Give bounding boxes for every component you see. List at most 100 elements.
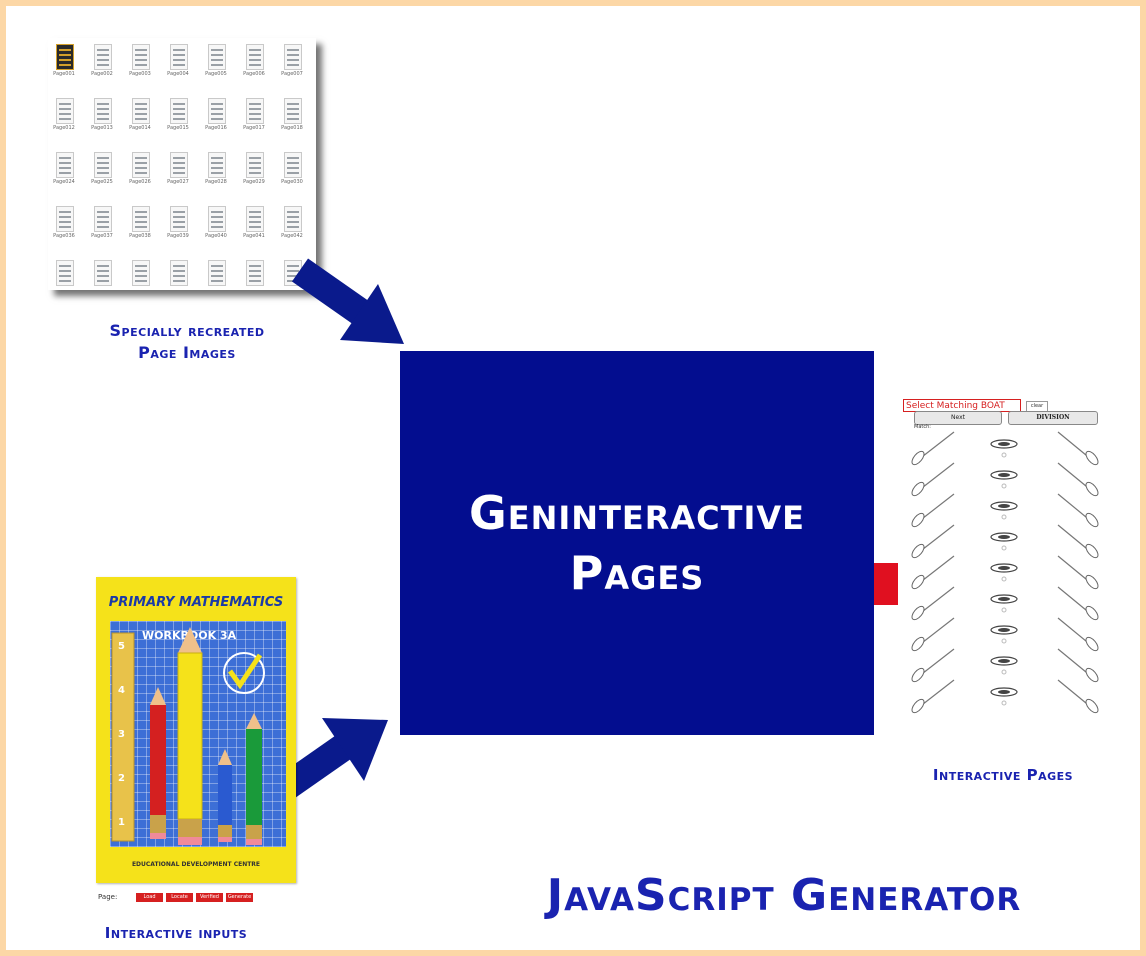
oar-blade-left[interactable] [910,480,926,497]
page-thumbnail [94,98,112,124]
load-button[interactable]: Load [136,893,163,902]
oar-blade-right[interactable] [1084,697,1100,714]
page-thumbnail-label: Page002 [91,71,113,77]
page-thumbnail-label: Page040 [205,233,227,239]
page-thumbnail-label: Page004 [167,71,189,77]
workbook-title: PRIMARY MATHEMATICS [108,595,284,610]
verified-button[interactable]: Verified [196,893,223,902]
tab-next[interactable]: Next [914,411,1002,425]
oar-blade-left[interactable] [910,604,926,621]
boat-matching-area [910,431,1100,714]
page-thumbnail [208,260,226,286]
boat-inner [998,504,1010,508]
boat-radio[interactable] [1001,700,1007,706]
page-thumbnail-label: Page007 [281,71,303,77]
page-thumbnail-label: Page030 [281,179,303,185]
page-thumbnail [56,44,74,70]
page-thumbnail-label: Page036 [53,233,75,239]
page-thumbnail-label: Page026 [129,179,151,185]
ruler-number: 5 [118,641,125,652]
generator-title-line1: Geninteractive [468,486,806,540]
boat-radio[interactable] [1001,452,1007,458]
page-thumbnail-label: Page006 [243,71,265,77]
page-thumbnail [170,206,188,232]
page-thumbnail [132,98,150,124]
locate-button[interactable]: Locate [166,893,193,902]
oar-blade-left[interactable] [910,697,926,714]
ruler-number: 4 [118,685,125,696]
boat-radio[interactable] [1001,545,1007,551]
page-thumbnail-label: Page039 [167,233,189,239]
page-thumbnail [94,152,112,178]
page-thumbnail [132,44,150,70]
page-thumbnail [56,260,74,286]
boat-inner [998,442,1010,446]
interactive-pages-caption: Interactive Pages [932,766,1074,784]
boat-radio[interactable] [1001,483,1007,489]
boat-radio[interactable] [1001,514,1007,520]
page-thumbnail-label: Page041 [243,233,265,239]
interactive-page-image: Select Matching BOAT clear Next DIVISION… [898,396,1110,716]
oar-blade-right[interactable] [1084,480,1100,497]
boat-radio[interactable] [1001,669,1007,675]
workbook-publisher: EDUCATIONAL DEVELOPMENT CENTRE [131,861,261,868]
oar-blade-right[interactable] [1084,449,1100,466]
page-thumbnail [246,260,264,286]
page-images-caption-line2: Page Images [138,343,236,362]
boat-radio[interactable] [1001,607,1007,613]
page-thumbnail-label: Page029 [243,179,265,185]
page-thumbnail-label: Page005 [205,71,227,77]
oar-blade-left[interactable] [910,449,926,466]
pencil-red [150,687,166,839]
page-thumbnail [284,98,302,124]
page-thumbnail-label: Page042 [281,233,303,239]
oar-blade-right[interactable] [1084,511,1100,528]
workbook-cover-image: PRIMARY MATHEMATICS WORKBOOK 3A [96,577,296,883]
page-thumbnail [94,260,112,286]
page-thumbnail [208,44,226,70]
workbook-illustration [111,627,265,845]
interactive-input-bar: Page: Load Locate Verified Generate [96,890,296,906]
oar-blade-right[interactable] [1084,573,1100,590]
arrow-page-images-to-generator [291,258,404,344]
page-thumbnail-label: Page014 [129,125,151,131]
generator-title-line2: Pages [569,546,705,600]
page-thumbnail-label: Page018 [281,125,303,131]
oar-blade-left[interactable] [910,635,926,652]
page-thumbnail [56,152,74,178]
page-thumbnail [284,206,302,232]
boat-radio[interactable] [1001,576,1007,582]
page-thumbnail [132,206,150,232]
oar-blade-right[interactable] [1084,604,1100,621]
oar-blade-right[interactable] [1084,666,1100,683]
boat-inner [998,628,1010,632]
oar-blade-left[interactable] [910,573,926,590]
boat-inner [998,597,1010,601]
page-thumbnail [132,260,150,286]
oar-blade-left[interactable] [910,542,926,559]
oar-blade-right[interactable] [1084,542,1100,559]
page-thumbnail [170,98,188,124]
page-thumbnail [170,152,188,178]
oar-blade-left[interactable] [910,511,926,528]
generate-button[interactable]: Generate [226,893,253,902]
boat-inner [998,659,1010,663]
page-thumbnail-label: Page003 [129,71,151,77]
page-thumbnail-label: Page028 [205,179,227,185]
page-thumbnail [246,98,264,124]
oar-blade-right[interactable] [1084,635,1100,652]
page-images-caption: Specially recreated Page Images [58,320,316,364]
boat-inner [998,566,1010,570]
tab-division[interactable]: DIVISION [1008,411,1098,425]
page-thumbnail [56,206,74,232]
javascript-generator-title: JavaScript Generator [546,870,1022,921]
page-thumbnail-label: Page037 [91,233,113,239]
boat-radio[interactable] [1001,638,1007,644]
page-thumbnail-label: Page015 [167,125,189,131]
page-thumbnail [132,152,150,178]
page-thumbnail-label: Page025 [91,179,113,185]
page-thumbnail-label: Page038 [129,233,151,239]
boat-inner [998,473,1010,477]
generator-box: Geninteractive Pages [400,351,874,735]
oar-blade-left[interactable] [910,666,926,683]
